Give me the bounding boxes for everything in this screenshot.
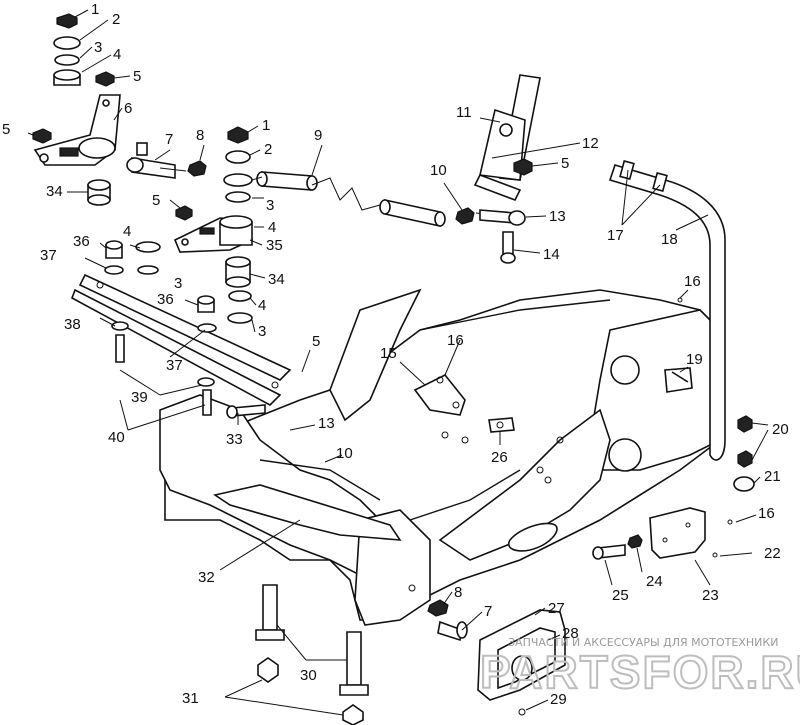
front-plate-27 [427,599,566,716]
callout-37: 37 [166,357,183,374]
callout-5: 5 [312,333,320,350]
callout-16: 16 [758,505,775,522]
callout-34: 34 [46,183,63,200]
callout-35: 35 [266,237,283,254]
callout-11: 11 [456,104,472,121]
watermark: ЗАПЧАСТИ И АКСЕССУАРЫ ДЛЯ МОТОТЕХНИКИ PA… [479,636,800,699]
tie-rod [256,171,446,227]
idler-arm-assembly [173,126,253,324]
callout-23: 23 [702,587,719,604]
callout-37: 37 [40,247,57,264]
bolts-30-nuts-31 [255,584,369,725]
callout-30: 30 [300,667,317,684]
callout-labels: 1 2 3 4 5 6 5 34 7 8 1 2 3 4 5 35 9 10 1… [2,1,789,708]
callout-28: 28 [562,625,579,642]
callout-27: 27 [548,600,565,617]
callout-26: 26 [491,449,508,466]
callout-29: 29 [550,691,567,708]
callout-32: 32 [198,569,215,586]
watermark-caption: ЗАПЧАСТИ И АКСЕССУАРЫ ДЛЯ МОТОТЕХНИКИ [508,636,778,649]
watermark-brand: PARTSFOR.RU [480,646,800,698]
steering-column [473,74,541,202]
callout-7: 7 [165,131,173,148]
callout-24: 24 [646,573,663,590]
callout-13: 13 [549,208,566,225]
callout-39: 39 [131,389,148,406]
callout-4: 4 [268,219,276,236]
callout-5: 5 [561,155,569,172]
callout-5: 5 [2,121,10,138]
callout-5: 5 [133,68,141,85]
callout-22: 22 [764,545,781,562]
callout-16: 16 [684,273,701,290]
callout-18: 18 [661,231,678,248]
callout-2: 2 [264,141,272,158]
cover-plate-23 [592,507,733,560]
callout-14: 14 [543,246,560,263]
mounting-bracket-15 [413,297,693,433]
callout-19: 19 [686,351,703,368]
callout-36: 36 [73,233,90,250]
callout-40: 40 [108,429,125,446]
tie-rod-end-right [455,158,533,264]
callout-4: 4 [123,223,131,240]
drag-link-assembly [71,240,292,419]
pitman-arm-assembly-left [32,13,121,206]
callout-17: 17 [607,227,624,244]
callout-38: 38 [64,316,81,333]
callout-2: 2 [112,11,120,28]
callout-7: 7 [484,603,492,620]
chassis-frame [159,288,721,626]
right-fasteners [733,415,755,492]
callout-13: 13 [318,415,335,432]
callout-4: 4 [113,46,121,63]
callout-3: 3 [266,197,274,214]
callout-20: 20 [772,421,789,438]
callout-36: 36 [157,291,174,308]
callout-1: 1 [91,1,99,18]
callout-25: 25 [612,587,629,604]
callout-10: 10 [336,445,353,462]
callout-16: 16 [447,332,464,349]
callout-31: 31 [182,690,199,707]
callout-6: 6 [124,100,132,117]
callout-3: 3 [94,39,102,56]
callout-4: 4 [258,297,266,314]
callout-33: 33 [226,431,243,448]
callout-8: 8 [454,584,462,601]
callout-8: 8 [196,127,204,144]
callout-9: 9 [314,127,322,144]
callout-12: 12 [582,135,599,152]
leader-lines [27,9,769,716]
tie-rod-end-upper [126,142,207,179]
callout-10: 10 [430,162,447,179]
callout-15: 15 [380,345,397,362]
callout-3: 3 [174,275,182,292]
callout-3: 3 [258,323,266,340]
callout-1: 1 [262,117,270,134]
handle-bar-tube [608,159,726,461]
callout-34: 34 [268,271,285,288]
callout-5: 5 [152,192,160,209]
callout-21: 21 [764,468,781,485]
